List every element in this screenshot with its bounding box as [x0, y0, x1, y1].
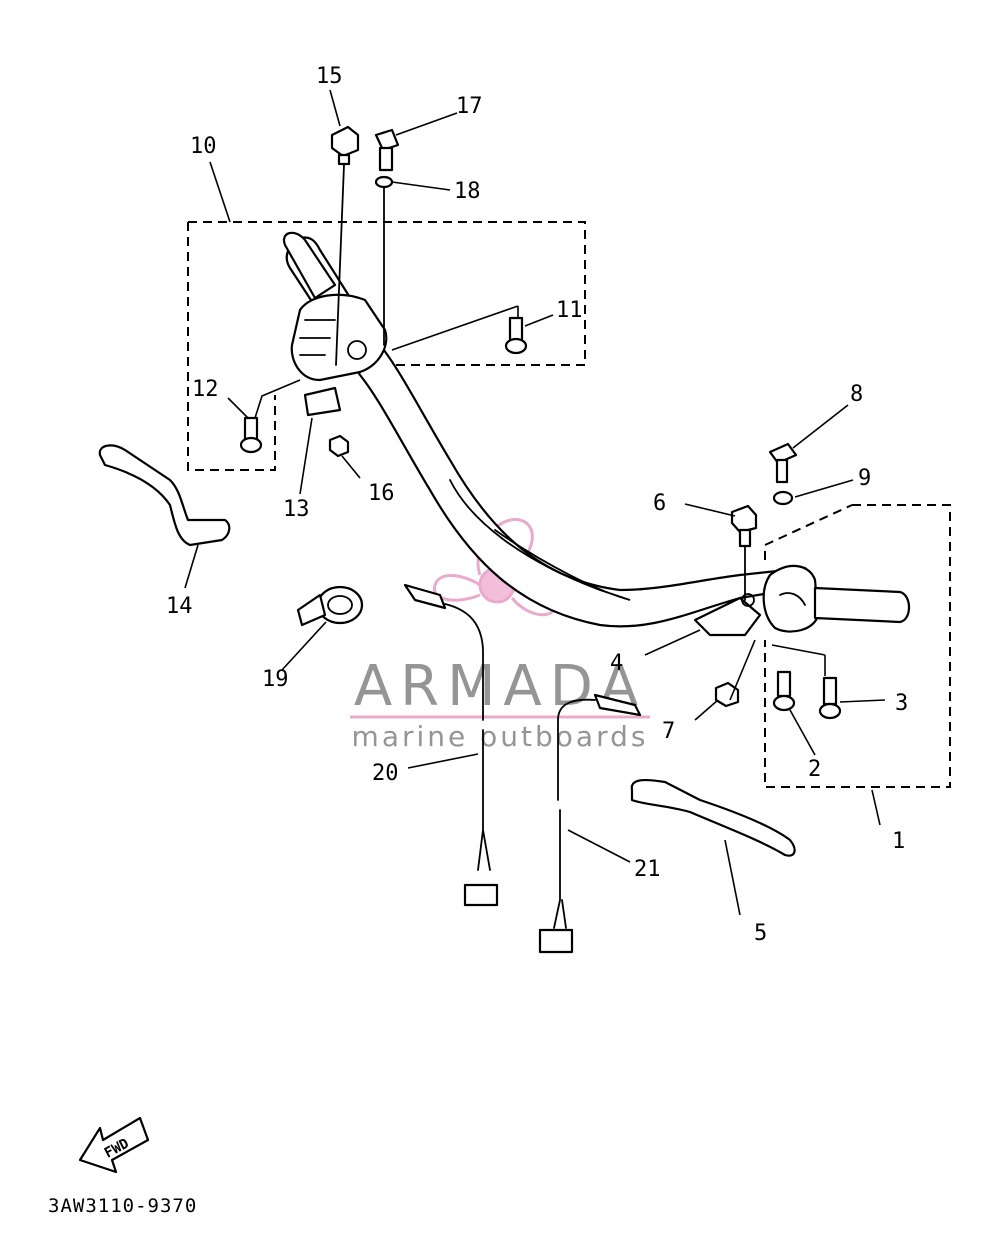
- callout-12: 12: [192, 377, 219, 402]
- callout-6: 6: [653, 491, 666, 516]
- callout-1: 1: [892, 829, 905, 854]
- brake-lever: [630, 779, 796, 857]
- leader-lines: [184, 89, 886, 916]
- callout-4: 4: [610, 651, 623, 676]
- callout-18: 18: [454, 179, 481, 204]
- callout-8: 8: [850, 382, 863, 407]
- washer-9: [772, 490, 794, 506]
- lever-holder: [693, 593, 762, 637]
- group-box-10: [187, 221, 586, 471]
- group-box-1: [764, 504, 951, 788]
- callout-7: 7: [662, 719, 675, 744]
- callout-10: 10: [190, 134, 217, 159]
- callout-14: 14: [166, 594, 193, 619]
- clamp-19: [296, 585, 364, 627]
- watermark-brand: ARMADA: [354, 654, 646, 719]
- callout-2: 2: [808, 757, 821, 782]
- callout-21: 21: [634, 857, 661, 882]
- right-handlebar-switch: [762, 564, 911, 633]
- callout-19: 19: [262, 667, 289, 692]
- callout-16: 16: [368, 481, 395, 506]
- screw-11: [504, 316, 528, 355]
- callout-3: 3: [895, 691, 908, 716]
- handlebar: [285, 236, 807, 628]
- switch-lead-21: [538, 693, 642, 954]
- screw-3: [818, 676, 842, 720]
- left-handlebar-switch: [290, 293, 388, 417]
- callout-20: 20: [372, 761, 399, 786]
- watermark-logo: ARMADA marine outboards: [350, 518, 650, 753]
- callout-15: 15: [316, 64, 343, 89]
- callout-5: 5: [754, 921, 767, 946]
- nut-7: [714, 681, 740, 708]
- callout-11: 11: [556, 298, 583, 323]
- callout-numbers: 1 2 3 4 5 6 7 8 9 10 11 12 13 14 15 16 1…: [166, 64, 908, 946]
- washer-18: [374, 175, 394, 189]
- watermark-tagline: marine outboards: [352, 720, 649, 753]
- screw-2: [772, 670, 796, 712]
- bolt-17: [374, 128, 400, 172]
- left-grip: [282, 231, 337, 300]
- callout-17: 17: [456, 94, 483, 119]
- callout-13: 13: [283, 497, 310, 522]
- diagram-code: 3AW3110-9370: [48, 1195, 197, 1217]
- callout-9: 9: [858, 466, 871, 491]
- clutch-lever: [98, 444, 231, 547]
- bolt-15: [330, 125, 360, 366]
- forward-arrow-icon: FWD: [78, 1116, 150, 1174]
- screw-12: [239, 416, 263, 454]
- switch-lead-20: [403, 583, 499, 907]
- bolt-8: [768, 442, 798, 484]
- bolt-6: [730, 504, 758, 601]
- nut-16: [328, 434, 350, 458]
